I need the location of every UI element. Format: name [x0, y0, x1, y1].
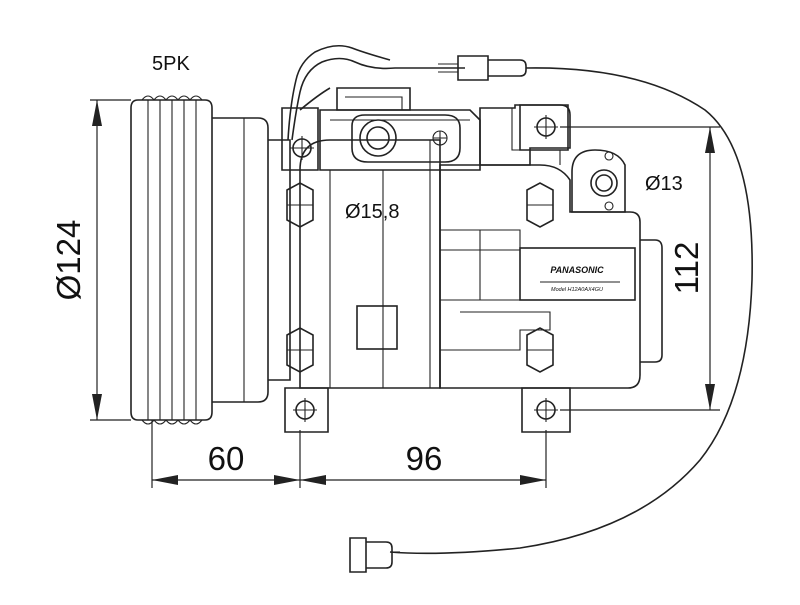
bottom-connector: [349, 537, 367, 573]
nameplate: [519, 247, 636, 301]
clutch-wire: [287, 44, 753, 573]
mount-height-label: 112: [668, 242, 705, 295]
nameplate-brand: PANASONIC: [550, 265, 604, 275]
dimension-mount-width: 96: [300, 430, 547, 488]
discharge-port: [571, 149, 626, 213]
dimension-pulley-diameter: Ø124: [50, 99, 131, 421]
nameplate-model: Model H12A0AX4GU: [551, 287, 603, 293]
mount-ear-top-right: [519, 104, 569, 151]
mount-ear-top-left: [281, 107, 319, 171]
mount-width-label: 96: [406, 440, 443, 477]
pulley: [130, 95, 291, 425]
suction-port: [351, 114, 461, 163]
suction-port-label: Ø15,8: [345, 201, 399, 223]
dimension-pulley-offset: 60: [151, 420, 301, 488]
bolt-hex-nuts: [286, 182, 554, 373]
compressor-body: PANASONIC Model H12A0AX4GU: [299, 87, 663, 389]
mount-ear-bottom-right: [521, 387, 571, 433]
dimension-mount-height: 112: [560, 126, 720, 411]
pulley-offset-label: 60: [208, 440, 245, 477]
belt-type-label: 5PK: [152, 53, 190, 75]
discharge-port-label: Ø13: [645, 173, 683, 195]
pulley-diameter-label: Ø124: [50, 220, 87, 301]
mount-ear-bottom-left: [284, 387, 329, 433]
